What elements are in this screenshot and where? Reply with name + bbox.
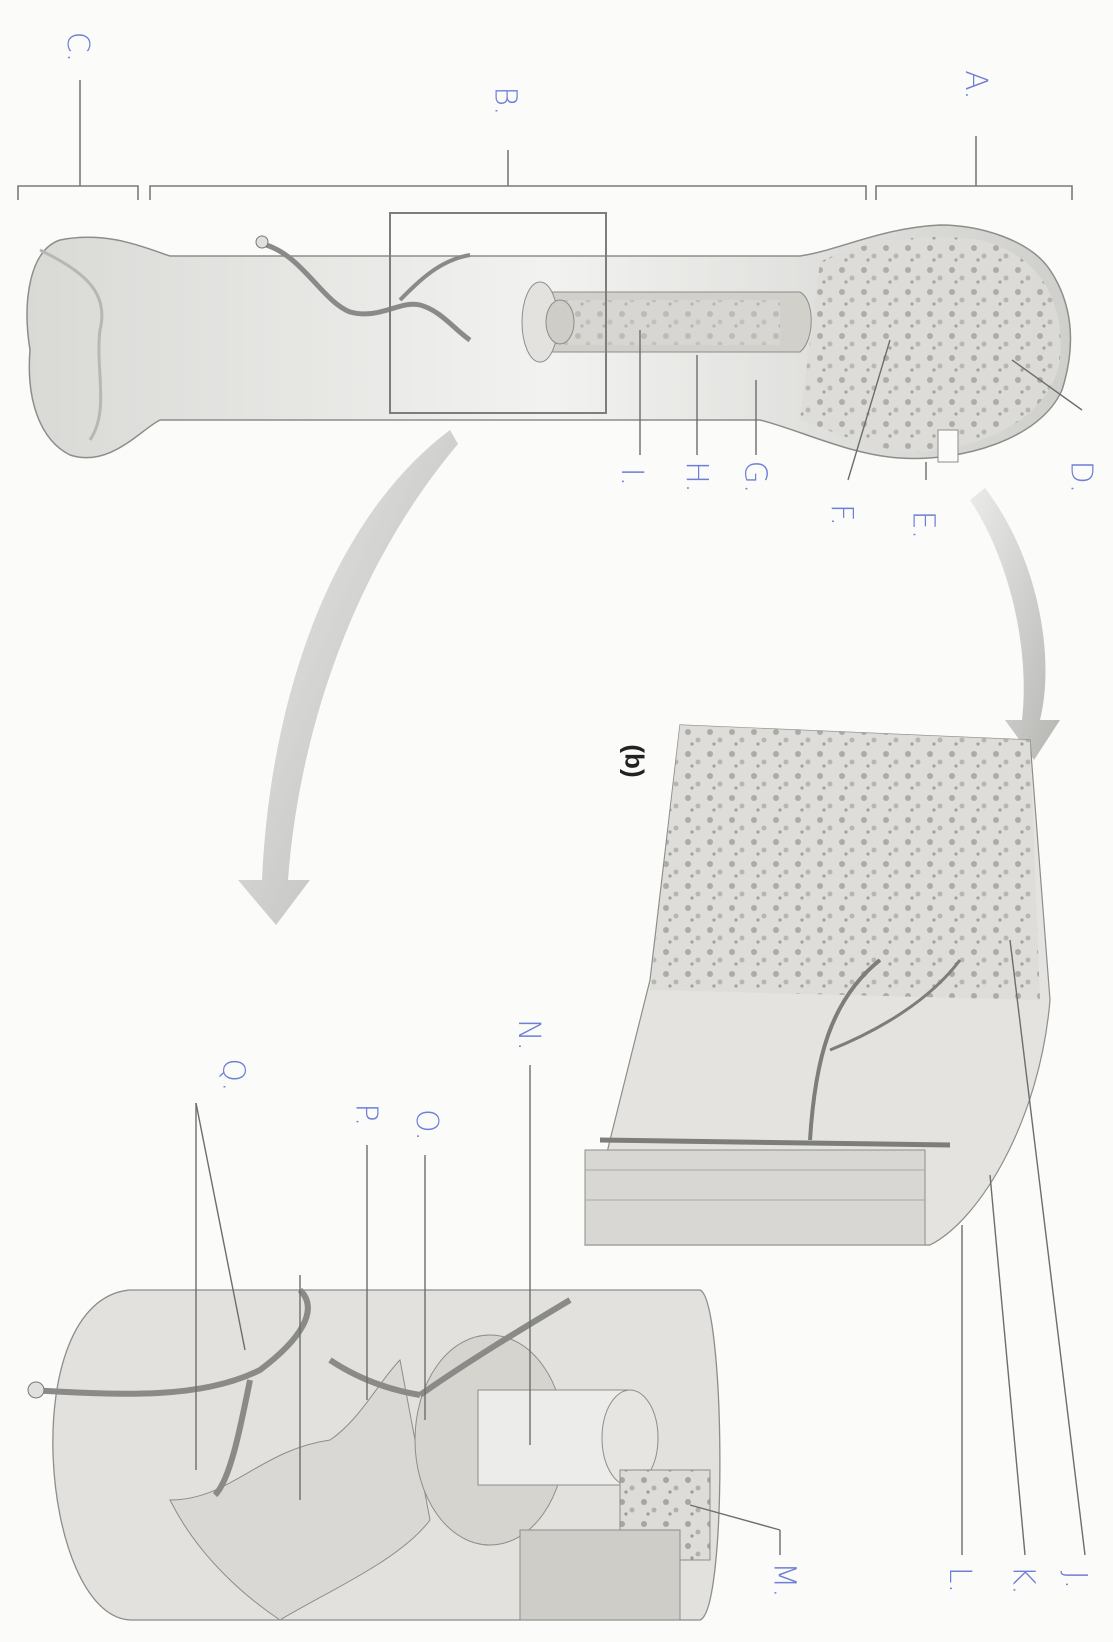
- label-p: P.: [350, 1104, 380, 1127]
- label-d: D.: [1065, 461, 1095, 494]
- bracket-b: [150, 186, 866, 200]
- arrow-to-inset-b: [970, 488, 1060, 760]
- label-b: B.: [490, 86, 520, 115]
- shaft-cutaway: [28, 1290, 720, 1620]
- bracket-c: [18, 186, 138, 200]
- label-a: A.: [960, 70, 990, 100]
- label-c: C.: [62, 32, 92, 62]
- label-o: O.: [411, 1109, 441, 1141]
- arrow-to-inset-q: [238, 430, 458, 925]
- label-k: K.: [1008, 1565, 1038, 1594]
- label-f: F.: [826, 504, 856, 526]
- epiphyseal-notch: [938, 430, 958, 462]
- long-bone: [27, 225, 1070, 462]
- label-n: N.: [513, 1019, 543, 1051]
- label-j: J.: [1060, 1571, 1090, 1589]
- bracket-a: [876, 186, 1072, 200]
- label-e: E.: [907, 511, 937, 540]
- compact-bone-layer: [585, 1150, 925, 1245]
- label-q: Q.: [218, 1058, 248, 1091]
- spongy-bone-block: [585, 725, 1050, 1245]
- label-g: G.: [739, 461, 769, 494]
- subfigure-label-b: (b): [622, 744, 648, 777]
- label-h: H.: [681, 461, 711, 493]
- label-m: M.: [769, 1562, 799, 1597]
- region-brackets: [18, 80, 1072, 200]
- label-l: L.: [944, 1567, 974, 1593]
- label-i: I.: [616, 468, 646, 486]
